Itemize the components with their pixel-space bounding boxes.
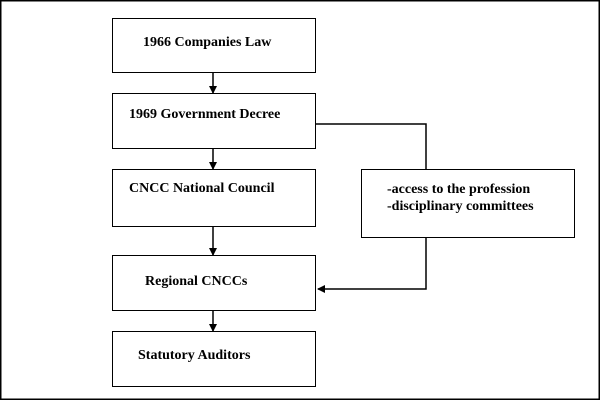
node-label: CNCC National Council xyxy=(129,181,275,196)
node-label: Regional CNCCs xyxy=(145,274,248,289)
node-statutory-auditors: Statutory Auditors xyxy=(112,331,316,387)
note-line-disciplinary: -disciplinary committees xyxy=(387,199,534,214)
node-label: Statutory Auditors xyxy=(138,348,251,363)
note-box: -access to the profession -disciplinary … xyxy=(361,169,575,238)
node-companies-law: 1966 Companies Law xyxy=(112,18,316,73)
note-text: -access to the profession -disciplinary … xyxy=(387,181,534,215)
arrow-note-to-regional xyxy=(317,238,427,293)
node-label: 1966 Companies Law xyxy=(143,35,272,50)
node-label: 1969 Government Decree xyxy=(129,107,281,122)
note-line-access: -access to the profession xyxy=(387,182,531,197)
node-government-decree: 1969 Government Decree xyxy=(112,93,316,149)
node-national-council: CNCC National Council xyxy=(112,169,316,227)
connector-decree-to-note xyxy=(316,123,427,169)
node-regional-cnccs: Regional CNCCs xyxy=(112,255,316,311)
